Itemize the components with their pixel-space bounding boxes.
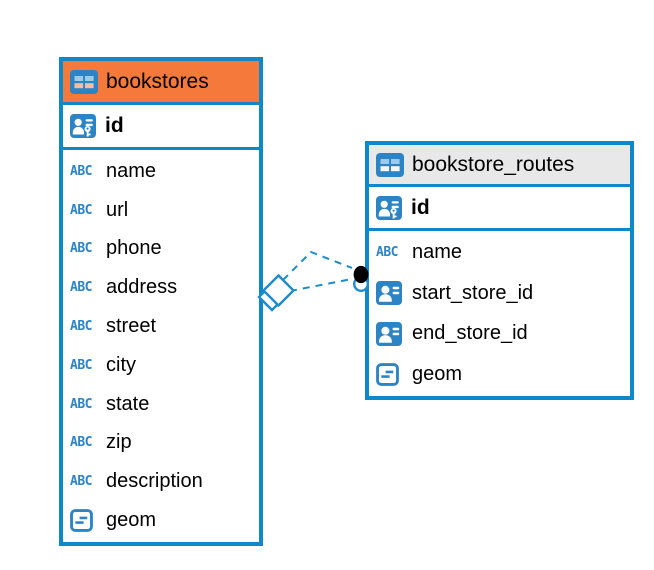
text-type-icon: ABC (70, 474, 92, 490)
column-name: id (105, 114, 124, 137)
column-name: zip (106, 431, 132, 454)
text-type-icon: ABC (70, 357, 92, 373)
table-icon (70, 70, 98, 94)
column-row-geom[interactable]: geom (369, 354, 630, 394)
column-name: geom (106, 509, 157, 532)
primary-key-icon (70, 114, 96, 138)
text-type-icon: ABC (70, 435, 92, 451)
table-icon (376, 153, 404, 177)
column-name: id (411, 195, 430, 219)
column-row-id[interactable]: id (63, 105, 259, 150)
column-row-phone[interactable]: ABC phone (63, 230, 259, 269)
column-row-address[interactable]: ABC address (63, 268, 259, 307)
column-name: geom (412, 362, 463, 385)
reference-type-icon (376, 322, 402, 346)
text-type-icon: ABC (70, 241, 92, 257)
column-name: address (106, 276, 178, 299)
reference-type-icon (376, 281, 402, 305)
text-type-icon: ABC (70, 202, 92, 218)
geometry-type-icon (70, 509, 93, 532)
column-row-id[interactable]: id (369, 187, 630, 231)
column-name: url (106, 198, 129, 221)
column-row-city[interactable]: ABC city (63, 346, 259, 385)
table-bookstores[interactable]: bookstores id ABC name ABC url ABC phone… (59, 57, 263, 546)
column-row-street[interactable]: ABC street (63, 307, 259, 346)
text-type-icon: ABC (70, 319, 92, 335)
text-type-icon: ABC (70, 396, 92, 412)
column-row-name[interactable]: ABC name (369, 233, 630, 273)
table-title: bookstore_routes (412, 152, 575, 176)
column-list: ABC name ABC url ABC phone ABC address A… (63, 150, 259, 542)
text-type-icon: ABC (376, 245, 398, 261)
column-row-start-store-id[interactable]: start_store_id (369, 273, 630, 314)
column-name: street (106, 315, 157, 338)
column-name: start_store_id (412, 281, 534, 304)
table-title: bookstores (106, 69, 209, 93)
column-row-end-store-id[interactable]: end_store_id (369, 314, 630, 355)
many-end-marker-front[interactable] (261, 273, 296, 308)
column-name: end_store_id (412, 322, 528, 345)
column-name: phone (106, 237, 162, 260)
column-name: city (106, 353, 136, 376)
text-type-icon: ABC (70, 163, 92, 179)
column-row-geom[interactable]: geom (63, 501, 259, 540)
column-list: ABC name start_store_id end_store_id geo… (369, 231, 630, 396)
column-row-name[interactable]: ABC name (63, 152, 259, 191)
column-name: state (106, 392, 150, 415)
column-row-url[interactable]: ABC url (63, 191, 259, 230)
column-row-description[interactable]: ABC description (63, 462, 259, 501)
table-header-bookstore-routes[interactable]: bookstore_routes (369, 145, 630, 187)
table-bookstore-routes[interactable]: bookstore_routes id ABC name start_store… (365, 141, 634, 400)
column-name: description (106, 470, 203, 493)
column-row-state[interactable]: ABC state (63, 385, 259, 424)
relationship-line-lower[interactable] (289, 278, 353, 292)
column-name: name (106, 159, 157, 182)
primary-key-icon (376, 196, 402, 220)
text-type-icon: ABC (70, 280, 92, 296)
column-row-zip[interactable]: ABC zip (63, 424, 259, 463)
geometry-type-icon (376, 363, 399, 386)
relationship-line-upper[interactable] (282, 250, 353, 281)
column-name: name (412, 241, 463, 264)
table-header-bookstores[interactable]: bookstores (63, 61, 259, 105)
